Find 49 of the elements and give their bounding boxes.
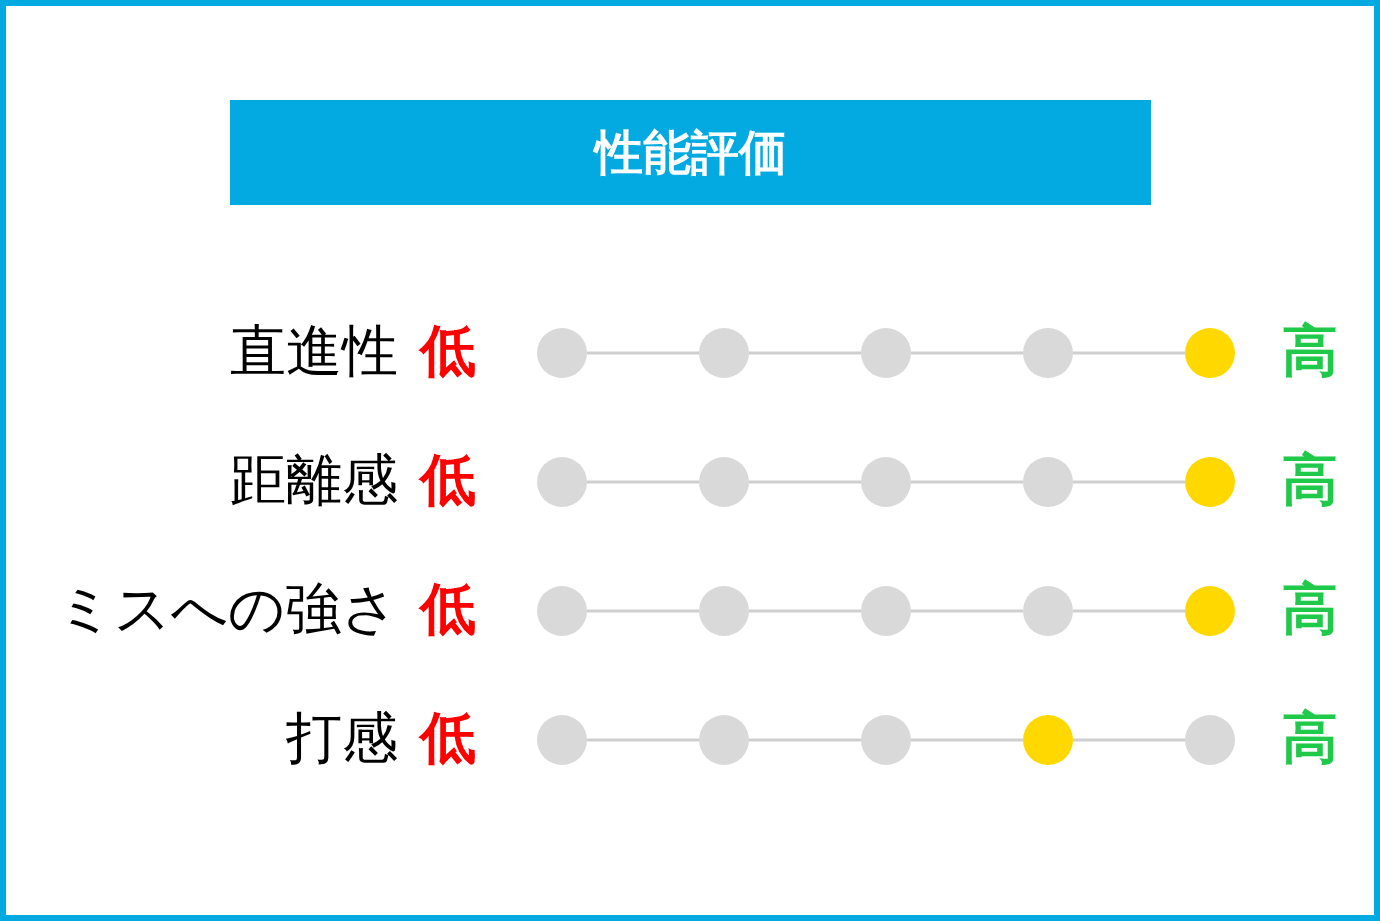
rating-dot (699, 586, 749, 636)
connector-line (587, 480, 699, 484)
low-label: 低 (420, 581, 476, 641)
rating-dot (537, 586, 587, 636)
criterion-label: ミスへの強さ (57, 581, 398, 641)
connector-line (749, 351, 861, 355)
connector-line (1073, 609, 1185, 613)
high-label: 高 (1282, 452, 1338, 512)
selected-rating-dot (1185, 586, 1235, 636)
rating-dot (537, 715, 587, 765)
rating-dot (861, 328, 911, 378)
high-label: 高 (1282, 323, 1338, 383)
rating-dot (699, 715, 749, 765)
selected-rating-dot (1185, 328, 1235, 378)
rating-dot (1023, 457, 1073, 507)
rating-dot (861, 715, 911, 765)
rating-dot (699, 328, 749, 378)
connector-line (587, 609, 699, 613)
rating-dot (537, 457, 587, 507)
connector-line (911, 738, 1023, 742)
connector-line (587, 351, 699, 355)
connector-line (1073, 738, 1185, 742)
connector-line (911, 609, 1023, 613)
rating-dot (1185, 715, 1235, 765)
connector-line (1073, 480, 1185, 484)
connector-line (911, 480, 1023, 484)
rating-dot (537, 328, 587, 378)
connector-line (911, 351, 1023, 355)
criterion-label: 距離感 (230, 452, 398, 512)
connector-line (749, 480, 861, 484)
rating-dot (861, 457, 911, 507)
selected-rating-dot (1023, 715, 1073, 765)
high-label: 高 (1282, 581, 1338, 641)
connector-line (1073, 351, 1185, 355)
rating-dot (1023, 328, 1073, 378)
low-label: 低 (420, 452, 476, 512)
title: 性能評価 (594, 122, 787, 182)
rating-dot (861, 586, 911, 636)
high-label: 高 (1282, 710, 1338, 770)
low-label: 低 (420, 323, 476, 383)
selected-rating-dot (1185, 457, 1235, 507)
connector-line (749, 738, 861, 742)
low-label: 低 (420, 710, 476, 770)
rating-dot (1023, 586, 1073, 636)
connector-line (587, 738, 699, 742)
criterion-label: 打感 (286, 710, 398, 770)
rating-dot (699, 457, 749, 507)
connector-line (749, 609, 861, 613)
criterion-label: 直進性 (230, 323, 398, 383)
